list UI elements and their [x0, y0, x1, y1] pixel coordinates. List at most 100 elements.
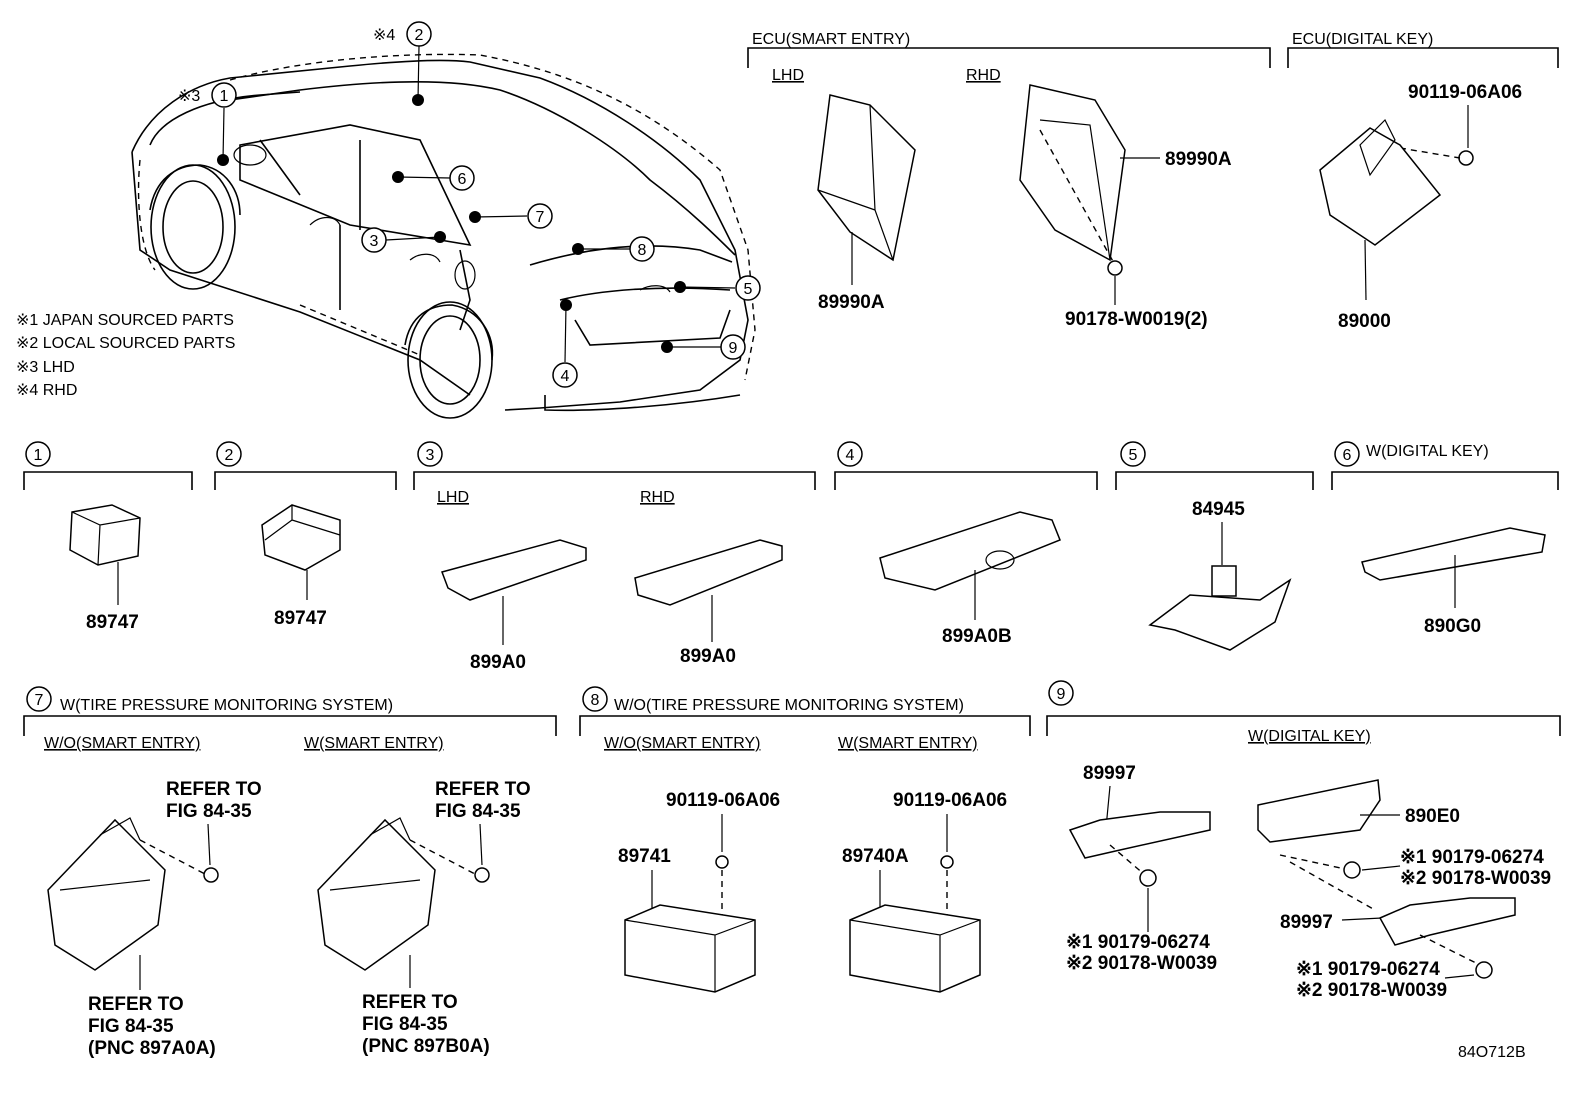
ecu-digital-key-group: ECU(DIGITAL KEY) 90119-06A06 89000: [1287, 31, 1559, 332]
section-7-left-shape: [47, 818, 166, 971]
section-7: 7 W(TIRE PRESSURE MONITORING SYSTEM) W/O…: [23, 686, 557, 1059]
note-1: ※1 JAPAN SOURCED PARTS: [16, 312, 234, 329]
section-8-left-shape: [624, 904, 756, 993]
callout-7: 7: [536, 209, 545, 226]
section-7-right-refer-2: REFER TO: [362, 992, 458, 1013]
section-3-number: 3: [426, 447, 435, 464]
callout-6: 6: [458, 171, 467, 188]
ecu-smart-entry-rhd-shape: [1019, 84, 1126, 262]
section-2-number: 2: [225, 447, 234, 464]
callout-4: 4: [561, 368, 570, 385]
section-1-number: 1: [34, 447, 43, 464]
section-3-rhd-label: RHD: [640, 489, 675, 506]
section-2-part-shape: [261, 504, 341, 571]
ecu-smart-entry-nut: 90178-W0019(2): [1065, 309, 1208, 330]
section-9-local-nut-b: ※2 90178-W0039: [1400, 868, 1551, 889]
section-9-part-b: 890E0: [1405, 806, 1460, 827]
section-8-right-part: 89740A: [842, 846, 909, 867]
callout-2: 2: [415, 27, 424, 44]
section-3-lhd-part: 899A0: [470, 652, 526, 673]
section-7-left-fig-2: FIG 84-35: [88, 1016, 174, 1037]
section-7-title: W(TIRE PRESSURE MONITORING SYSTEM): [60, 697, 393, 714]
section-1: 1 89747: [23, 441, 193, 633]
car-mark-lhd: ※3: [178, 88, 200, 105]
note-2: ※2 LOCAL SOURCED PARTS: [16, 335, 235, 352]
section-7-right-pnc: (PNC 897B0A): [362, 1036, 490, 1057]
ecu-smart-entry-rhd-label: RHD: [966, 67, 1001, 84]
section-7-left-sub: W/O(SMART ENTRY): [44, 735, 200, 752]
section-3-rhd-shape: [634, 539, 783, 606]
section-2: 2 89747: [214, 441, 397, 629]
note-4: ※4 RHD: [16, 382, 77, 399]
section-8-title: W/O(TIRE PRESSURE MONITORING SYSTEM): [614, 697, 964, 714]
ecu-digital-key-screw: 90119-06A06: [1408, 82, 1522, 103]
callout-1: 1: [220, 88, 229, 105]
ecu-smart-entry-rhd-part: 89990A: [1165, 149, 1232, 170]
section-9-number: 9: [1057, 686, 1066, 703]
section-8-left-sub: W/O(SMART ENTRY): [604, 735, 760, 752]
section-8-left-screw: 90119-06A06: [666, 790, 780, 811]
section-8-number: 8: [591, 692, 600, 709]
note-3: ※3 LHD: [16, 359, 75, 376]
section-5-part: 84945: [1192, 499, 1245, 520]
section-1-part-shape: [69, 504, 141, 566]
section-5-number: 5: [1129, 447, 1138, 464]
callout-3: 3: [370, 233, 379, 250]
section-9-part-a: 89997: [1083, 763, 1136, 784]
section-8-right-screw: 90119-06A06: [893, 790, 1007, 811]
callout-5: 5: [744, 281, 753, 298]
car-mark-rhd: ※4: [373, 27, 395, 44]
section-8: 8 W/O(TIRE PRESSURE MONITORING SYSTEM) W…: [579, 686, 1031, 993]
section-4-part-shape: [879, 511, 1061, 591]
ecu-smart-entry-lhd-label: LHD: [772, 67, 804, 84]
section-7-right-sub: W(SMART ENTRY): [304, 735, 444, 752]
section-9: 9 W(DIGITAL KEY) 89997 ※1 90179-06274 ※2…: [1046, 680, 1561, 1001]
section-9-part-c-shape: [1378, 897, 1516, 946]
ecu-digital-key-title: ECU(DIGITAL KEY): [1292, 31, 1433, 48]
section-9-jp-nut-c: ※1 90179-06274: [1296, 959, 1440, 980]
section-8-left-part: 89741: [618, 846, 671, 867]
ecu-smart-entry-title: ECU(SMART ENTRY): [752, 31, 910, 48]
callout-8: 8: [638, 242, 647, 259]
section-5-part-shape: [1148, 578, 1292, 651]
figure-id: 84O712B: [1458, 1044, 1526, 1061]
section-5: 5 84945: [1115, 441, 1314, 651]
section-9-title: W(DIGITAL KEY): [1248, 728, 1371, 745]
section-7-left-refer-2: REFER TO: [88, 994, 184, 1015]
ecu-smart-entry-lhd-part: 89990A: [818, 292, 885, 313]
section-3: 3 LHD RHD 899A0 899A0: [413, 441, 816, 673]
ecu-smart-entry-group: ECU(SMART ENTRY) LHD RHD 89990A 89990A 9…: [747, 31, 1271, 330]
section-9-local-nut-c: ※2 90178-W0039: [1296, 980, 1447, 1001]
section-7-right-refer: REFER TO: [435, 779, 531, 800]
section-9-part-a-shape: [1068, 811, 1211, 859]
section-7-right-shape: [317, 818, 436, 971]
section-7-right-fig-2: FIG 84-35: [362, 1014, 448, 1035]
ecu-smart-entry-lhd-shape: [817, 94, 916, 262]
section-8-right-sub: W(SMART ENTRY): [838, 735, 978, 752]
section-4: 4 899A0B: [834, 441, 1098, 647]
section-4-part: 899A0B: [942, 626, 1012, 647]
section-9-jp-nut-b: ※1 90179-06274: [1400, 847, 1544, 868]
section-3-rhd-part: 899A0: [680, 646, 736, 667]
section-6-title: W(DIGITAL KEY): [1366, 443, 1489, 460]
section-7-left-fig: FIG 84-35: [166, 801, 252, 822]
callout-9: 9: [729, 340, 738, 357]
section-4-number: 4: [846, 447, 855, 464]
section-6-part: 890G0: [1424, 616, 1481, 637]
ecu-digital-key-part: 89000: [1338, 311, 1391, 332]
section-7-left-pnc: (PNC 897A0A): [88, 1038, 216, 1059]
section-3-lhd-label: LHD: [437, 489, 469, 506]
section-9-local-nut-a: ※2 90178-W0039: [1066, 953, 1217, 974]
section-8-right-shape: [849, 904, 981, 993]
notes: ※1 JAPAN SOURCED PARTS ※2 LOCAL SOURCED …: [16, 312, 235, 399]
section-6-number: 6: [1343, 447, 1352, 464]
section-9-part-b-shape: [1257, 779, 1381, 843]
car-illustration: 1 2 3 4 5 6 7 8 9 ※3 ※4: [131, 21, 761, 419]
ecu-digital-key-shape: [1319, 127, 1442, 246]
section-7-right-fig: FIG 84-35: [435, 801, 521, 822]
section-6: 6 W(DIGITAL KEY) 890G0: [1331, 441, 1559, 637]
section-7-number: 7: [35, 692, 44, 709]
section-9-part-c: 89997: [1280, 912, 1333, 933]
section-6-part-shape: [1361, 527, 1546, 581]
